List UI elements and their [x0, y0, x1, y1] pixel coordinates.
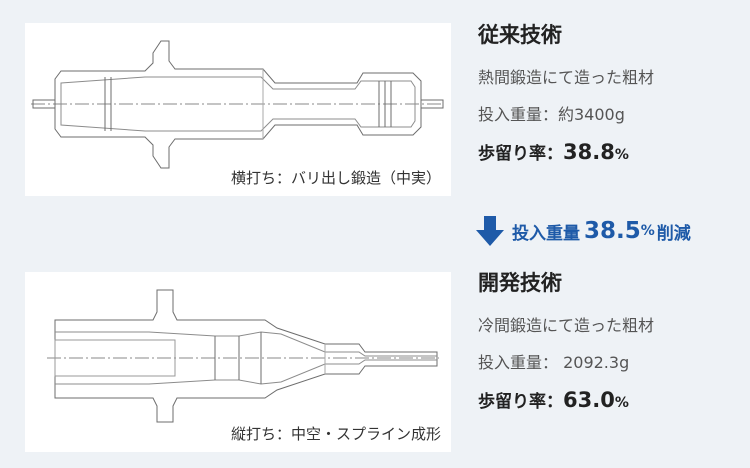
conventional-method: 熱間鍛造にて造った粗材 [478, 68, 655, 87]
developed-method: 冷間鍛造にて造った粗材 [478, 316, 655, 335]
conventional-yield-label: 歩留り率： [478, 144, 563, 164]
conventional-yield-unit: % [614, 147, 629, 163]
conventional-heading: 従来技術 [478, 23, 562, 47]
developed-heading: 開発技術 [478, 271, 562, 295]
reduction-value: 38.5 [584, 218, 641, 244]
developed-part-drawing [47, 289, 439, 423]
weight-reduction-banner: 投入重量 38.5 % 削減 [476, 214, 691, 248]
developed-yield-value: 63.0 [563, 388, 615, 412]
conventional-info: 従来技術 熱間鍛造にて造った粗材 投入重量：約3400g 歩留り率：38.8% [478, 20, 738, 165]
developed-caption: 縦打ち：中空・スプライン成形 [230, 425, 441, 443]
conventional-drawing-panel: 横打ち：バリ出し鍛造（中実） [25, 23, 451, 196]
developed-yield-unit: % [614, 395, 629, 411]
reduction-unit: % [640, 223, 655, 239]
conventional-part-drawing [31, 40, 444, 169]
developed-yield-label: 歩留り率： [478, 392, 563, 412]
conventional-input-weight: 投入重量：約3400g [478, 105, 625, 124]
conventional-yield-value: 38.8 [563, 140, 615, 164]
conventional-caption: 横打ち：バリ出し鍛造（中実） [230, 169, 441, 187]
developed-input-weight: 投入重量： 2092.3g [478, 353, 630, 372]
conventional-yield: 歩留り率：38.8% [478, 139, 738, 165]
developed-yield: 歩留り率：63.0% [478, 387, 738, 413]
reduction-label: 投入重量 [512, 223, 580, 244]
reduction-suffix: 削減 [656, 223, 691, 244]
arrow-down-icon [476, 216, 504, 246]
developed-info: 開発技術 冷間鍛造にて造った粗材 投入重量： 2092.3g 歩留り率：63.0… [478, 268, 738, 413]
developed-drawing-panel: 縦打ち：中空・スプライン成形 [25, 272, 451, 452]
